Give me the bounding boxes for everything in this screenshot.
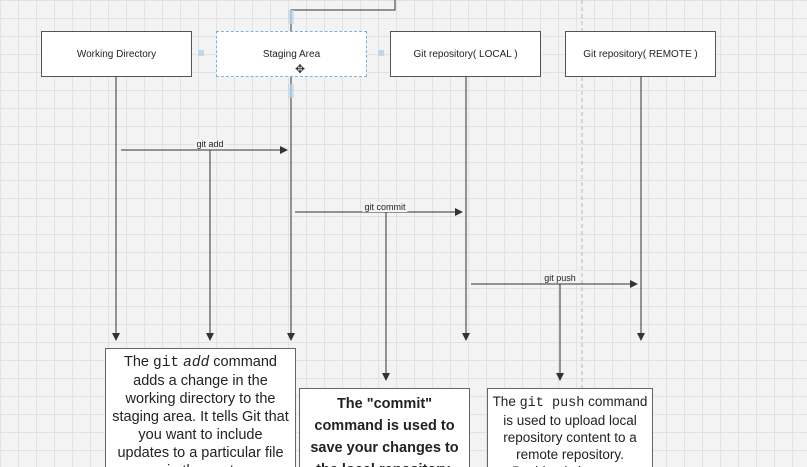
selection-handle-right [378, 50, 384, 56]
selection-handle-bottom [288, 84, 294, 98]
lane-label: Git repository( REMOTE ) [583, 48, 698, 60]
note-text: The "commit" command is used to save you… [310, 396, 459, 467]
lane-working-directory[interactable]: Working Directory [41, 31, 192, 77]
selection-handle-left [198, 50, 204, 56]
note-code-italic: add [183, 355, 210, 371]
lane-local-repository[interactable]: Git repository( LOCAL ) [390, 31, 541, 77]
lane-label: Working Directory [76, 48, 157, 60]
note-text: command adds a change in the working dir… [112, 354, 289, 467]
git-add-note[interactable]: The git add command adds a change in the… [105, 348, 296, 467]
git-commit-label: git commit [362, 202, 408, 212]
git-push-note[interactable]: The git push command is used to upload l… [487, 388, 653, 467]
note-code: git push [519, 396, 585, 411]
lane-staging-area[interactable]: Staging Area [216, 31, 367, 77]
lane-label: Git repository( LOCAL ) [413, 48, 518, 60]
selection-handle-top [288, 10, 294, 24]
git-commit-note[interactable]: The "commit" command is used to save you… [299, 388, 470, 467]
move-cursor-icon[interactable]: ✥ [295, 62, 306, 76]
incoming-connector [290, 0, 396, 31]
lane-remote-repository[interactable]: Git repository( REMOTE ) [565, 31, 716, 77]
note-text: command is used to upload local reposito… [503, 394, 648, 467]
git-push-label: git push [542, 273, 578, 283]
note-code: git [153, 355, 180, 371]
note-text: The [492, 394, 520, 409]
lane-label: Staging Area [262, 48, 321, 60]
git-add-label: git add [194, 139, 226, 149]
note-text: The [124, 354, 154, 370]
